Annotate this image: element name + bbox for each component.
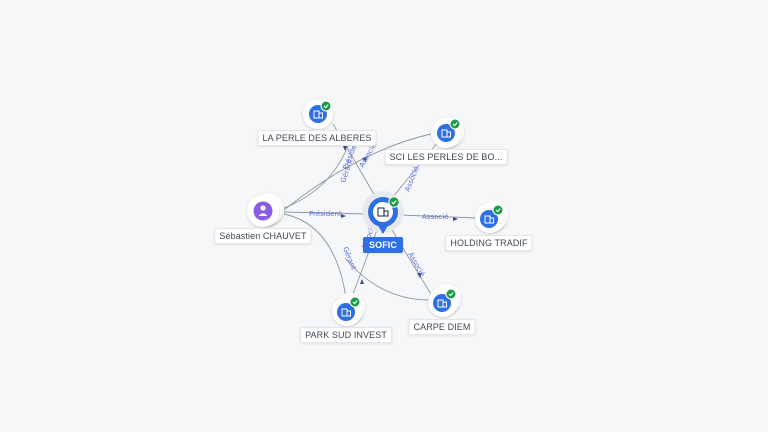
person-icon (253, 201, 273, 221)
node-label-person[interactable]: Sébastien CHAUVET (214, 228, 312, 244)
edge-person-sci[interactable] (283, 133, 432, 211)
check-mark (352, 300, 358, 305)
node-label-sofic[interactable]: SOFIC (362, 237, 404, 253)
node-la-perle[interactable] (303, 99, 333, 129)
edge-label-associe-carpe: Associé (406, 251, 426, 278)
node-label-la-perle[interactable]: LA PERLE DES ALBERES (257, 130, 377, 146)
node-label-park-sud[interactable]: PARK SUD INVEST (300, 327, 392, 343)
verified-check-icon (445, 288, 457, 300)
edge-carpe-extra (344, 257, 431, 301)
check-mark (448, 292, 454, 297)
arrow-sci (362, 157, 367, 162)
edge-label-associe-holding: Associé (422, 213, 448, 221)
arrowheads (341, 146, 458, 284)
arrow-park (360, 279, 364, 284)
node-park-sud[interactable] (332, 293, 365, 326)
edge-person-laperle[interactable] (283, 145, 349, 209)
node-sci-perles[interactable] (431, 117, 464, 148)
building-icon (437, 299, 447, 308)
node-label-holding[interactable]: HOLDING TRADIF (445, 235, 533, 251)
arrow-holding (453, 217, 458, 221)
verified-check-icon (349, 296, 361, 308)
pin-inner (373, 202, 393, 222)
edge-person-center[interactable] (283, 211, 367, 215)
edge-person-park[interactable] (283, 213, 347, 299)
check-mark (452, 122, 458, 127)
verified-check-icon (320, 100, 332, 112)
edge-center-holding[interactable] (399, 214, 477, 219)
building-icon (441, 129, 451, 138)
node-person[interactable] (247, 193, 284, 227)
node-label-sci-perles[interactable]: SCI LES PERLES DE BO... (384, 149, 508, 165)
person-body (258, 213, 268, 216)
building-icon (341, 308, 351, 317)
verified-check-icon (492, 204, 504, 216)
verified-check-icon (449, 118, 461, 130)
check-mark (391, 200, 397, 205)
building-icon (313, 110, 323, 119)
building-icon (377, 207, 389, 217)
check-mark (495, 208, 501, 213)
edge-label-associe-sci: Associé (403, 165, 420, 193)
node-sofic[interactable] (362, 191, 404, 234)
verified-check-icon (388, 196, 400, 208)
node-holding[interactable] (475, 201, 508, 233)
check-mark (323, 104, 329, 109)
arrow-laperle (343, 146, 347, 151)
edges (283, 123, 477, 301)
edge-label-associe-laperle: Associé (358, 142, 378, 169)
node-label-carpe-diem[interactable]: CARPE DIEM (408, 319, 476, 335)
edge-label-president: Président (309, 210, 342, 218)
person-head (260, 205, 266, 211)
arrow-president (341, 214, 346, 218)
node-carpe-diem[interactable] (428, 284, 461, 317)
arrow-carpe (417, 273, 422, 278)
building-icon (484, 215, 494, 224)
edge-label-gerant-park: Gérant (341, 246, 358, 272)
